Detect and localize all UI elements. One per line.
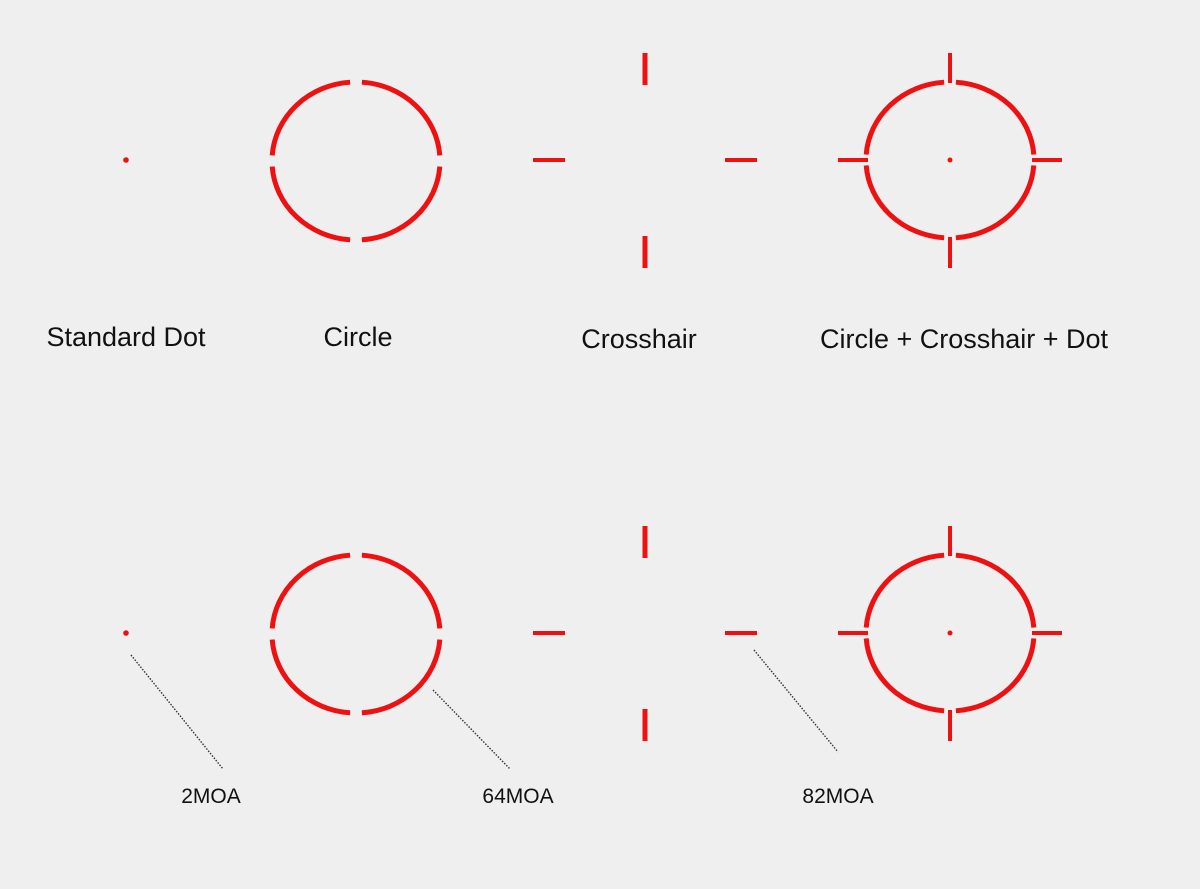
circle-crosshair-dot-reticle-icon-bottom-arc-top-left bbox=[863, 552, 945, 628]
circle-reticle-icon-bottom-arc-top-right bbox=[361, 552, 443, 629]
dot-reticle-icon-top bbox=[123, 157, 129, 163]
circle-reticle-icon-bottom-arc-top-left bbox=[269, 552, 351, 629]
label-circle-crosshair-dot: Circle + Crosshair + Dot bbox=[819, 324, 1109, 354]
circle-crosshair-dot-reticle-icon-top-arc-bottom-right bbox=[955, 165, 1037, 241]
circle-crosshair-dot-reticle-icon-top-arc-top-left bbox=[863, 79, 945, 155]
circle-reticle-icon-top-arc-top-right bbox=[361, 79, 443, 156]
label-circle: Circle bbox=[323, 322, 393, 352]
dimension-label-64moa: 64MOA bbox=[482, 785, 554, 808]
dot-reticle-icon-bottom bbox=[123, 630, 129, 636]
circle-reticle-icon-bottom-arc-bottom-right bbox=[361, 639, 443, 716]
circle-crosshair-dot-reticle-icon-top-center-dot bbox=[947, 157, 953, 163]
label-crosshair: Crosshair bbox=[581, 324, 697, 354]
circle-reticle-icon-bottom-arc-bottom-left bbox=[269, 639, 351, 716]
dimension-leader-lines bbox=[130, 649, 839, 770]
circle-reticle-icon-top-arc-top-left bbox=[269, 79, 351, 156]
leader-line-82moa bbox=[753, 649, 839, 753]
circle-reticle-icon-top-arc-bottom-left bbox=[269, 166, 351, 243]
label-standard-dot: Standard Dot bbox=[46, 322, 206, 352]
circle-crosshair-dot-reticle-icon-bottom-center-dot bbox=[947, 630, 953, 636]
circle-crosshair-dot-reticle-icon-bottom-arc-top-right bbox=[955, 552, 1037, 628]
dimension-label-2moa: 2MOA bbox=[181, 785, 241, 808]
circle-crosshair-dot-reticle-icon-top-arc-bottom-left bbox=[863, 165, 945, 241]
circle-crosshair-dot-reticle-icon-bottom-arc-bottom-right bbox=[955, 638, 1037, 714]
circle-crosshair-dot-reticle-icon-top-arc-top-right bbox=[955, 79, 1037, 155]
leader-line-2moa bbox=[130, 654, 224, 770]
circle-reticle-icon-top-arc-bottom-right bbox=[361, 166, 443, 243]
reticle-row-bottom bbox=[123, 526, 1062, 741]
circle-crosshair-dot-reticle-icon-bottom-arc-bottom-left bbox=[863, 638, 945, 714]
reticle-row-top bbox=[123, 53, 1062, 268]
leader-line-64moa bbox=[432, 689, 511, 770]
dimension-label-82moa: 82MOA bbox=[802, 785, 874, 808]
